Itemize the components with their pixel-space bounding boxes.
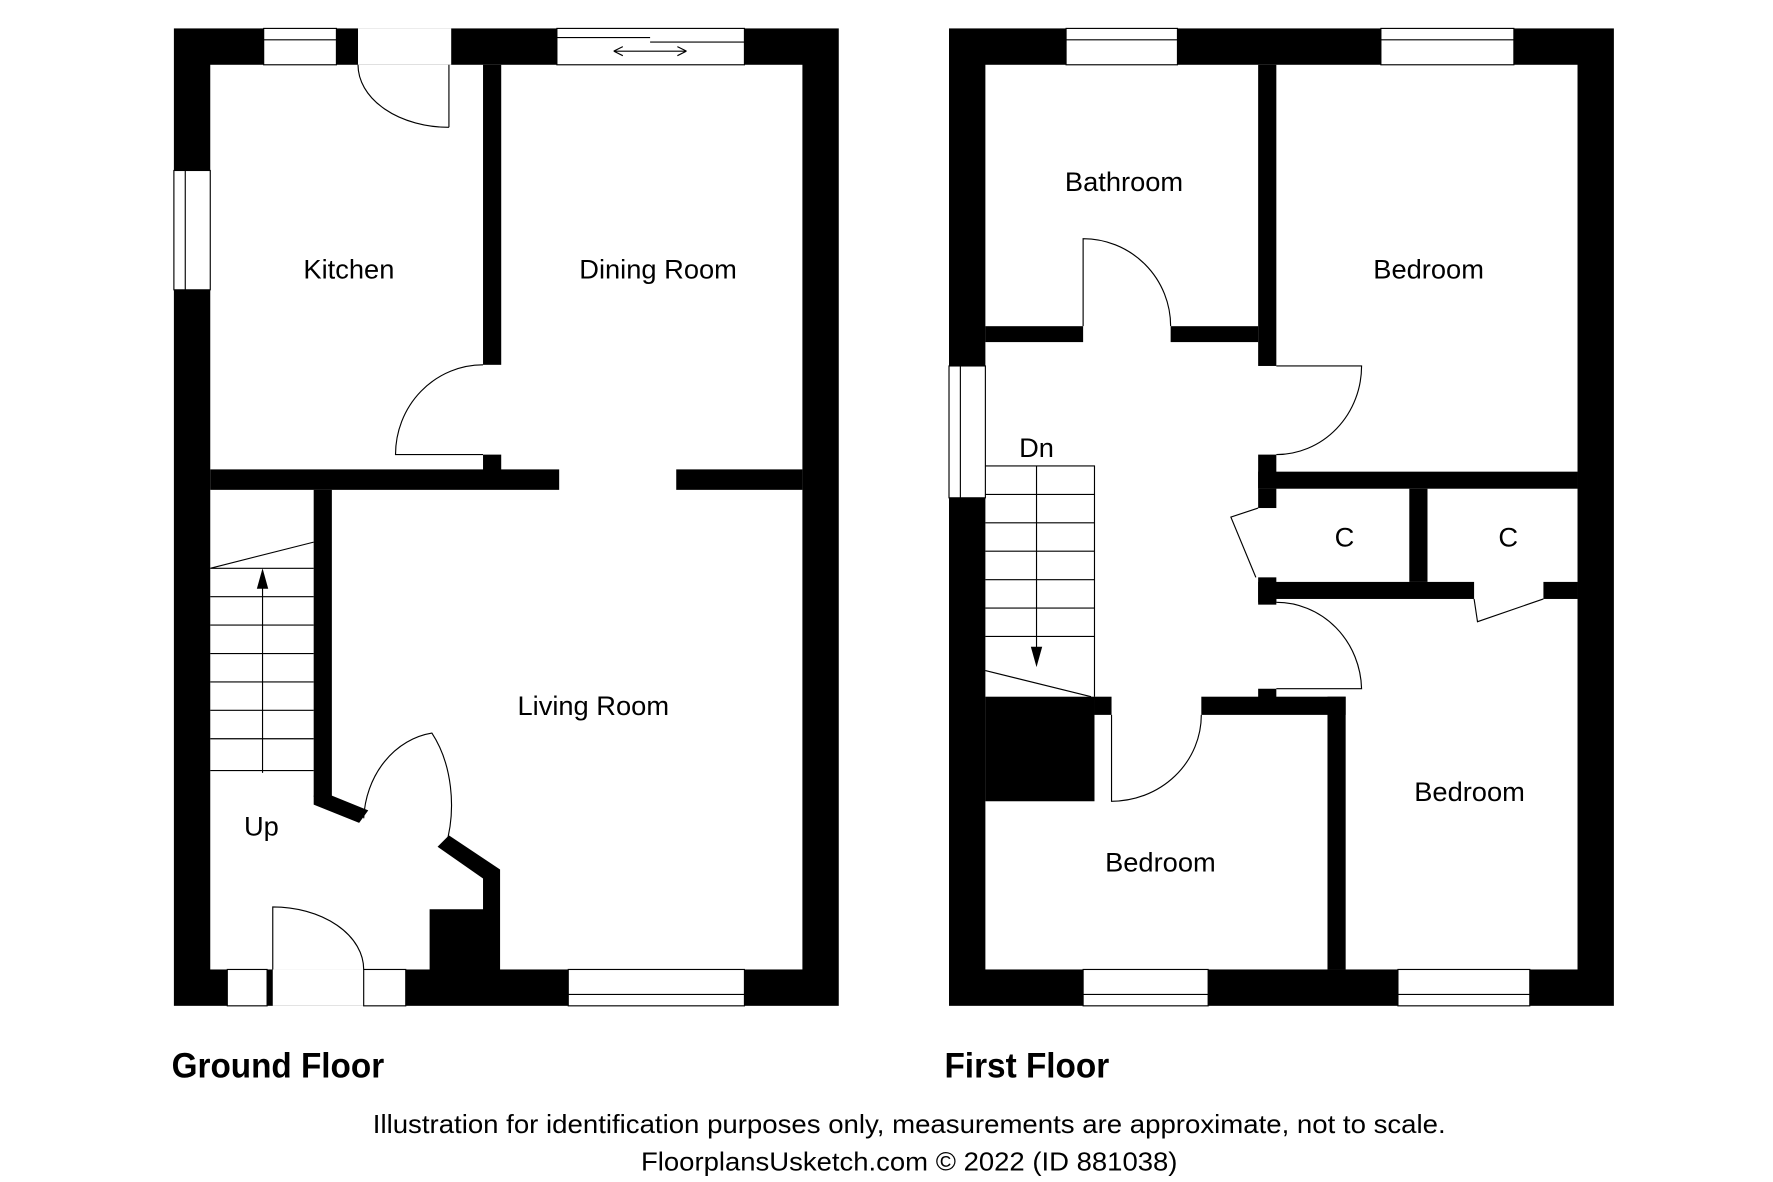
sliding-arrow-icon	[613, 46, 687, 57]
hall-living-door	[363, 732, 453, 847]
living-window	[567, 968, 746, 1007]
room-label-living-room: Living Room	[517, 690, 669, 721]
bathroom-window	[1065, 27, 1179, 66]
room-label-kitchen: Kitchen	[303, 253, 394, 284]
stairs-up-label: Up	[244, 810, 279, 841]
kitchen-door	[357, 64, 450, 128]
room-label-bedroom-front-right: Bedroom	[1414, 776, 1525, 807]
first-stairs	[985, 465, 1096, 698]
bedroom-front-left-window	[1082, 968, 1209, 1007]
ground-stairs	[210, 541, 314, 773]
front-right-window	[363, 968, 407, 1007]
kitchen-side-window	[173, 169, 211, 291]
stairs-down-label: Dn	[1019, 432, 1054, 463]
front-door	[272, 906, 365, 970]
ground-floor-plan: Kitchen Dining Room Living Room Up	[173, 27, 839, 1007]
bedroom-front-right-door	[1276, 601, 1363, 690]
cupboard-door-1	[1230, 507, 1259, 578]
credit-text: FloorplansUsketch.com © 2022 (ID 881038)	[641, 1147, 1177, 1177]
disclaimer-text: Illustration for identification purposes…	[373, 1109, 1446, 1139]
room-label-bedroom-rear: Bedroom	[1373, 253, 1484, 284]
bedroom-front-right-window	[1397, 968, 1531, 1007]
room-label-bathroom: Bathroom	[1065, 166, 1183, 197]
up-arrow-icon	[256, 568, 269, 589]
bathroom-door	[1082, 238, 1172, 327]
bedroom-rear-window	[1380, 27, 1515, 66]
room-label-cupboard-2: C	[1498, 522, 1518, 553]
landing-window	[948, 365, 986, 499]
sliding-door	[556, 27, 746, 66]
first-floor-plan: Bathroom Bedroom C C Bedroom Bedroom Dn	[948, 27, 1614, 1007]
room-label-cupboard-1: C	[1335, 522, 1355, 553]
ground-floor-title: Ground Floor	[172, 1046, 385, 1085]
kitchen-top-window	[263, 27, 337, 66]
front-left-window	[226, 968, 268, 1007]
room-label-dining-room: Dining Room	[579, 253, 737, 284]
first-floor-title: First Floor	[944, 1046, 1109, 1085]
kitchen-dining-door	[394, 364, 484, 456]
down-arrow-icon	[1030, 646, 1043, 668]
bedroom-front-left-door	[1110, 714, 1202, 802]
bedroom-rear-door	[1276, 365, 1363, 456]
room-label-bedroom-front-left: Bedroom	[1105, 847, 1216, 878]
cupboard-door-2	[1473, 598, 1544, 623]
chimney-breast	[985, 696, 1095, 802]
